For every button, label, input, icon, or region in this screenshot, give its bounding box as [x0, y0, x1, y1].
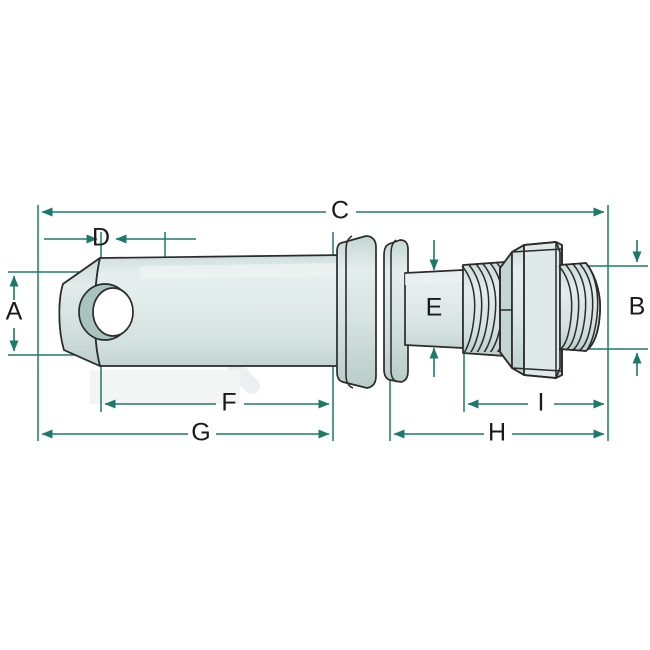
pin-part-geometry	[58, 235, 602, 389]
thread-outline-left	[462, 261, 506, 357]
dimension-label-D: D	[92, 224, 110, 252]
plain-shank-highlight	[405, 271, 463, 285]
cross-hole-opening	[92, 287, 134, 337]
thread-outline-right	[559, 262, 587, 352]
dimension-label-B: B	[629, 293, 646, 321]
washer-front-edge	[390, 239, 398, 383]
washer	[383, 239, 409, 383]
dimension-labels: A B C D E F G H I	[6, 197, 646, 447]
nut-flat-lines	[511, 242, 563, 378]
dimension-label-F: F	[221, 389, 236, 417]
hex-nut	[499, 241, 574, 379]
dimension-label-C: C	[331, 197, 349, 225]
collar-flange	[336, 235, 377, 389]
thread-section-right	[558, 262, 602, 352]
dimension-label-G: G	[191, 419, 210, 447]
dimension-label-E: E	[426, 294, 443, 322]
dimension-label-A: A	[6, 298, 23, 326]
dimension-label-I: I	[538, 389, 545, 417]
thread-section-left	[461, 261, 510, 357]
shank-highlight	[140, 263, 345, 279]
nut-front-face	[523, 241, 561, 379]
nut-outline	[499, 241, 563, 379]
dimension-label-H: H	[488, 419, 506, 447]
collar-front-edge	[345, 235, 354, 389]
thread-dome-tip	[585, 262, 602, 352]
